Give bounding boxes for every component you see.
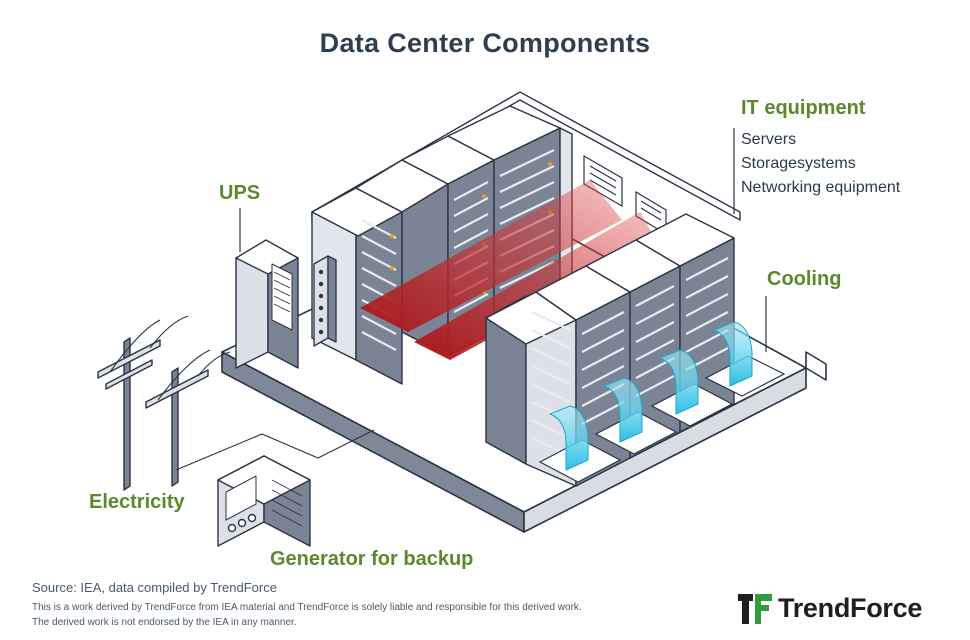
trendforce-logo-icon (738, 593, 772, 624)
power-lines (109, 315, 375, 471)
cool-air-streams (548, 321, 753, 471)
power-poles (97, 337, 209, 491)
backup-generator (217, 455, 311, 547)
source-note: Source: IEA, data compiled by TrendForce (32, 580, 277, 595)
label-it-equipment: IT equipment (741, 97, 866, 119)
label-generator: Generator for backup (270, 548, 474, 570)
diagram-title: Data Center Components (319, 28, 651, 58)
label-ups: UPS (219, 182, 261, 204)
brand-name: TrendForce (778, 593, 923, 623)
label-storage-systems: Storagesystems (741, 155, 856, 172)
leader-lines (239, 128, 767, 352)
label-servers: Servers (741, 131, 797, 148)
wall-vent-icons (583, 154, 667, 236)
label-electricity: Electricity (89, 491, 185, 513)
brand-logo: TrendForce (738, 593, 922, 624)
ups-cabinet (235, 239, 299, 369)
power-distribution-unit (313, 255, 337, 347)
derived-work-note: This is a work derived by TrendForce fro… (32, 602, 582, 613)
label-networking-equipment: Networking equipment (741, 179, 901, 196)
pdu-sockets (318, 269, 324, 335)
hot-air-streams (360, 180, 660, 360)
label-cooling: Cooling (767, 268, 842, 290)
generator-vent-lines (271, 479, 303, 527)
endorsement-note: The derived work is not endorsed by the … (32, 617, 297, 628)
ups-vent-lines (273, 271, 291, 313)
